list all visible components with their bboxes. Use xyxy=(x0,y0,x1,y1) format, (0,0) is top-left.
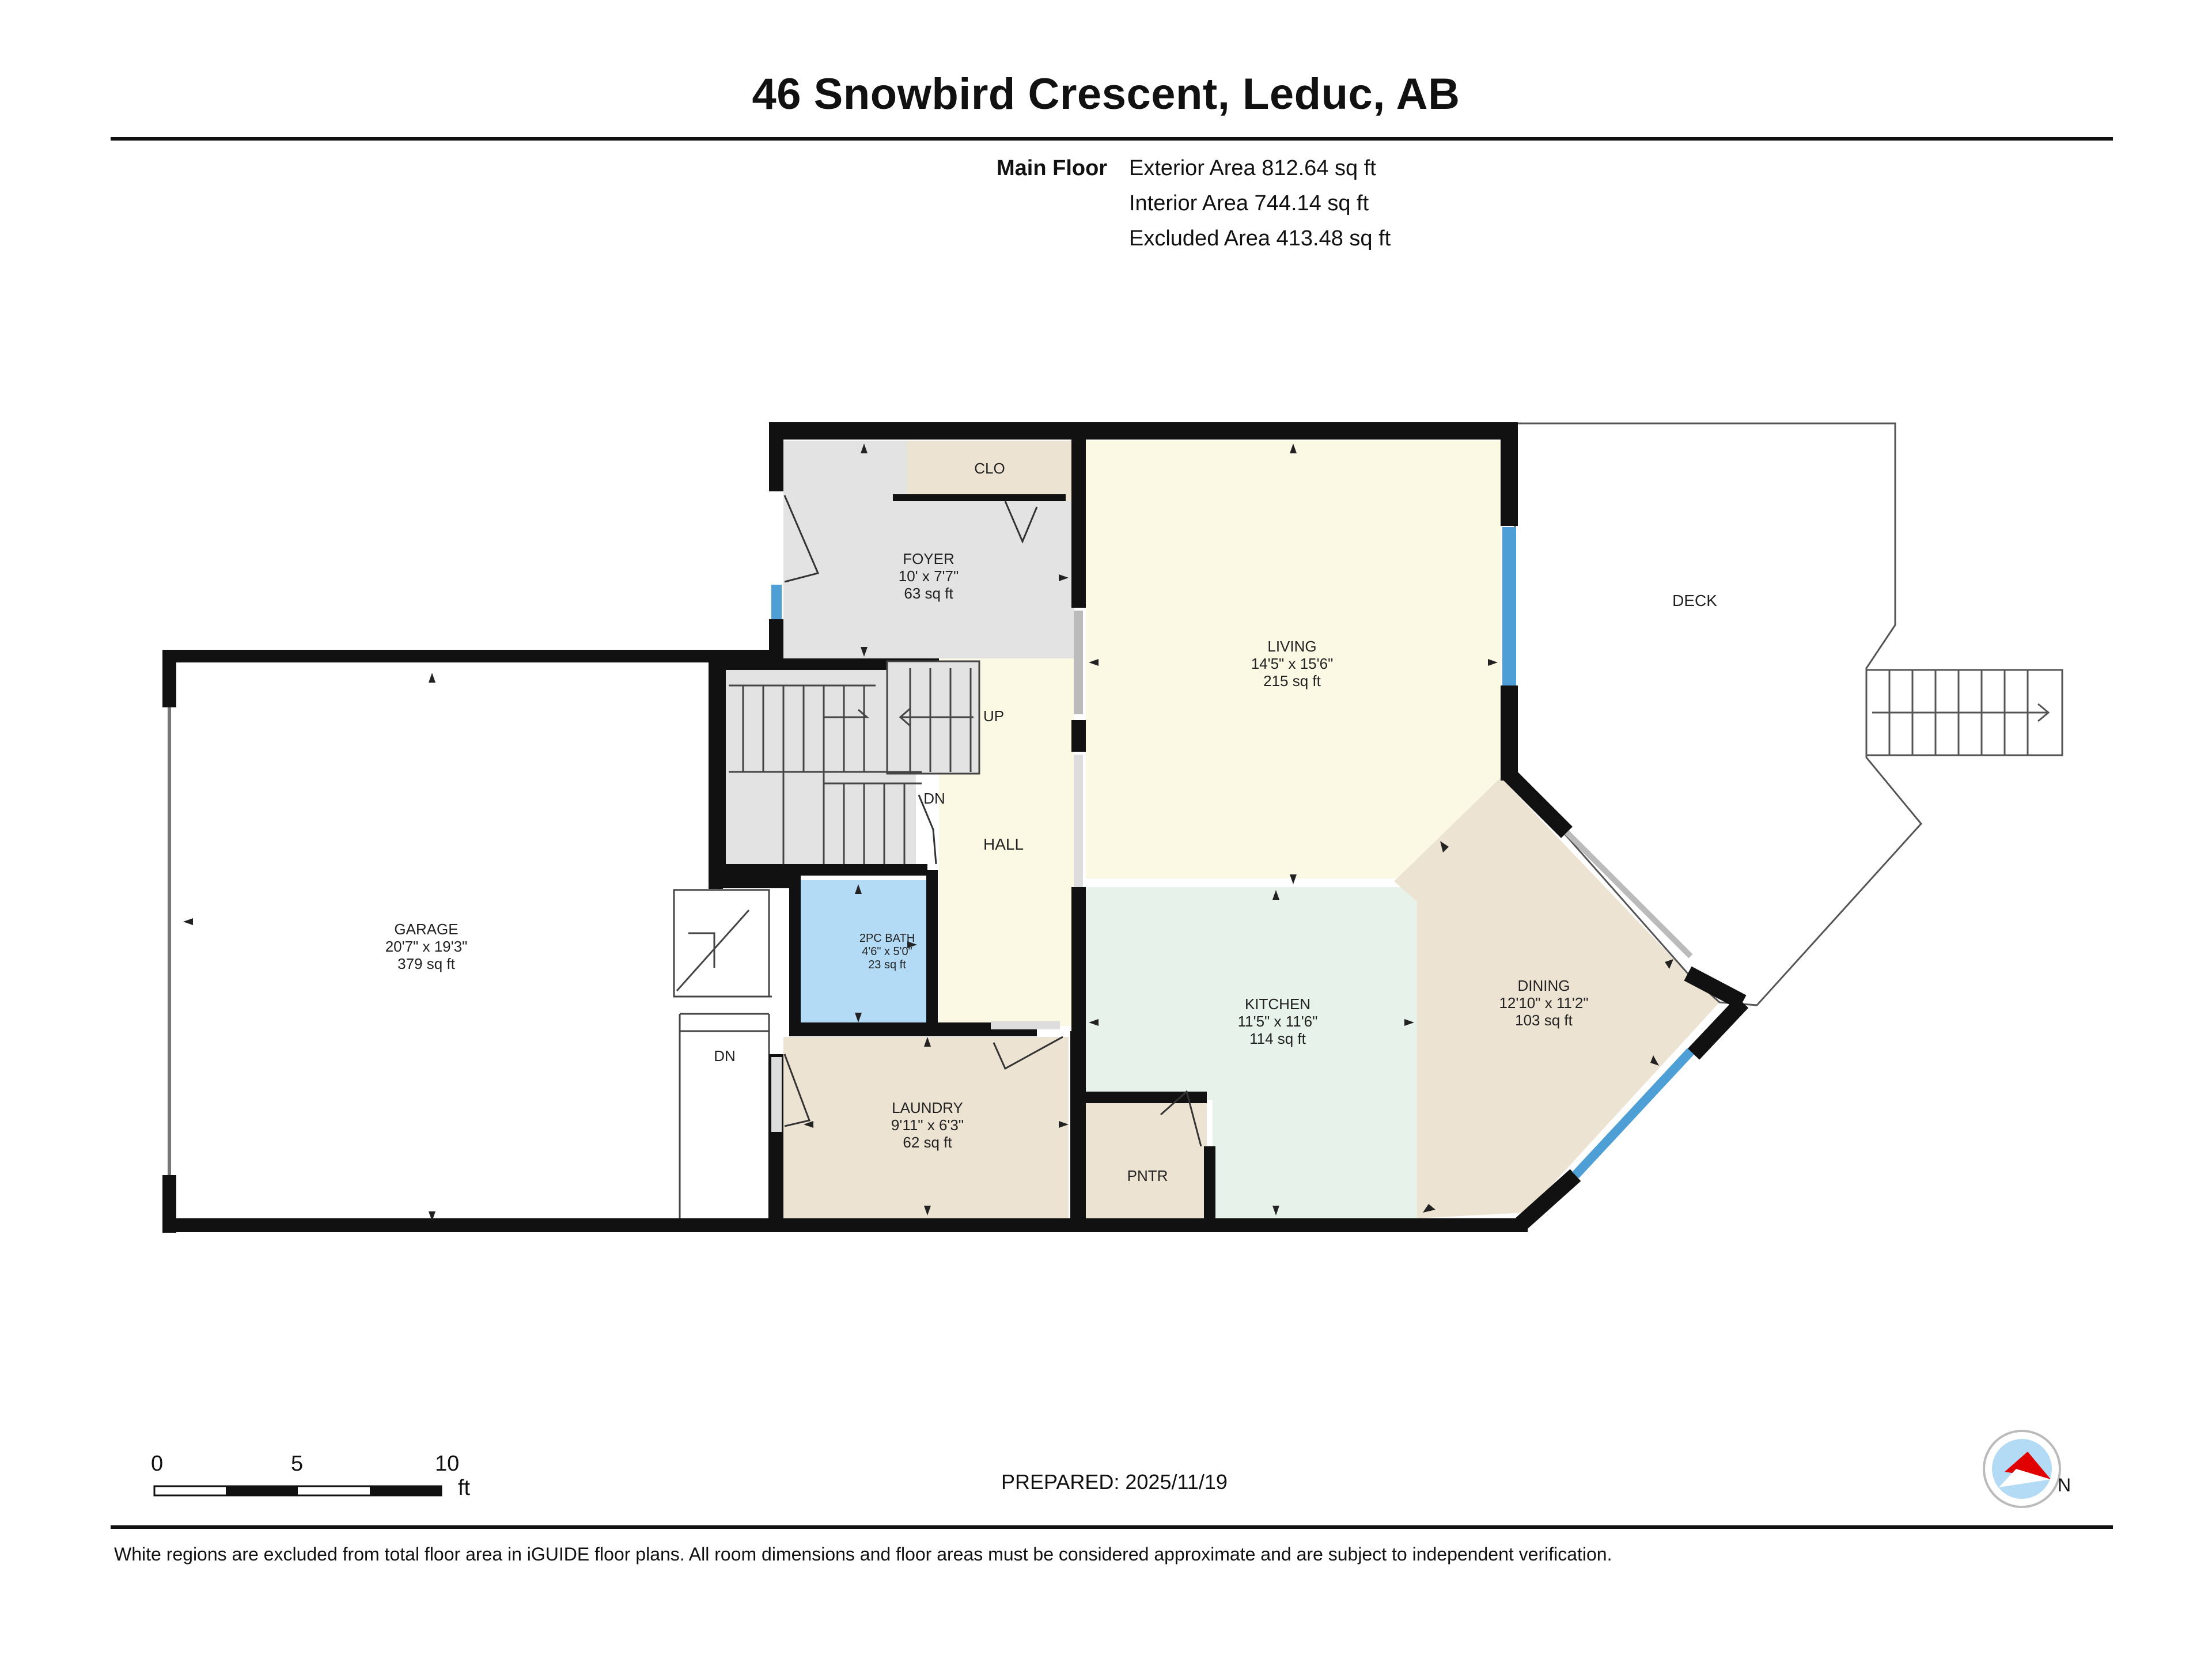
interior-area: Interior Area 744.14 sq ft xyxy=(1129,191,1369,215)
laundry-name: LAUNDRY xyxy=(892,1099,963,1116)
stairs-down-label: DN xyxy=(923,790,945,807)
living-area: 215 sq ft xyxy=(1263,672,1321,690)
exterior-area: Exterior Area 812.64 sq ft xyxy=(1129,156,1376,180)
footer-divider xyxy=(111,1525,2113,1529)
garage-walls xyxy=(162,650,1528,1233)
living-name: LIVING xyxy=(1267,638,1316,655)
doors xyxy=(783,495,1202,1147)
living-opening xyxy=(1074,611,1083,714)
room-labels: GARAGE 20'7" x 19'3" 379 sq ft FOYER 10'… xyxy=(385,460,1718,1184)
kitchen-area: 114 sq ft xyxy=(1249,1030,1306,1047)
bath-name: 2PC BATH xyxy=(859,932,915,945)
garage-name: GARAGE xyxy=(394,921,458,938)
house-walls xyxy=(714,422,1518,1227)
closet-floor xyxy=(907,441,1071,501)
scale-unit: ft xyxy=(458,1476,471,1500)
excluded-area: Excluded Area 413.48 sq ft xyxy=(1129,226,1391,251)
bath-dims: 4'6" x 5'0" xyxy=(862,945,912,958)
laundry-floor xyxy=(783,1037,1069,1218)
pantry-name: PNTR xyxy=(1127,1167,1168,1184)
scale-bar xyxy=(153,1485,442,1497)
kitchen-floor xyxy=(1086,887,1417,1218)
laundry-door-opening xyxy=(771,1057,782,1132)
prepared-date: PREPARED: 2025/11/19 xyxy=(1001,1470,1228,1494)
laundry-dims: 9'11" x 6'3" xyxy=(891,1116,964,1134)
bath-area: 23 sq ft xyxy=(868,959,906,971)
deck-outline xyxy=(1514,422,1922,1006)
garage-area: 379 sq ft xyxy=(397,955,456,972)
dining-name: DINING xyxy=(1518,977,1570,994)
bath-floor xyxy=(798,880,926,1024)
scale-tick-10: 10 xyxy=(435,1452,460,1476)
laundry-area: 62 sq ft xyxy=(903,1134,952,1151)
angled-walls xyxy=(1503,769,1749,1230)
deck-name: DECK xyxy=(1672,592,1717,609)
measurement-markers xyxy=(183,444,1673,1221)
scale-tick-5: 5 xyxy=(291,1452,304,1476)
scale-tick-0: 0 xyxy=(151,1452,164,1476)
page-title: 46 Snowbird Crescent, Leduc, AB xyxy=(752,70,1460,119)
dining-dims: 12'10" x 11'2" xyxy=(1499,994,1588,1012)
dining-floor xyxy=(1394,778,1719,1218)
compass-north-label: N xyxy=(2058,1475,2071,1495)
living-dims: 14'5" x 15'6" xyxy=(1251,655,1334,672)
foyer-area: 63 sq ft xyxy=(904,585,953,602)
garage-stairs-down-label: DN xyxy=(714,1047,736,1065)
compass-icon xyxy=(1983,1430,2061,1508)
foyer-window xyxy=(771,585,782,619)
living-floor xyxy=(1086,441,1501,878)
deck-stairs xyxy=(1865,669,2063,756)
kitchen-name: KITCHEN xyxy=(1245,995,1310,1013)
deck-stair-treads xyxy=(1872,670,2050,755)
title-divider xyxy=(111,137,2113,141)
stairs-up-label: UP xyxy=(983,707,1004,725)
living-window xyxy=(1502,527,1516,685)
kitchen-dims: 11'5" x 11'6" xyxy=(1238,1013,1318,1030)
garage-dims: 20'7" x 19'3" xyxy=(385,938,468,955)
disclaimer-text: White regions are excluded from total fl… xyxy=(114,1544,1612,1565)
pantry-floor xyxy=(1086,1100,1207,1218)
dining-area: 103 sq ft xyxy=(1515,1012,1573,1029)
foyer-dims: 10' x 7'7" xyxy=(899,567,959,585)
closet-name: CLO xyxy=(974,460,1005,477)
foyer-name: FOYER xyxy=(903,550,955,567)
hall-opening xyxy=(1074,755,1083,887)
interior-stairs xyxy=(729,660,980,864)
floor-name: Main Floor xyxy=(997,156,1108,180)
hall-name: HALL xyxy=(983,835,1024,853)
